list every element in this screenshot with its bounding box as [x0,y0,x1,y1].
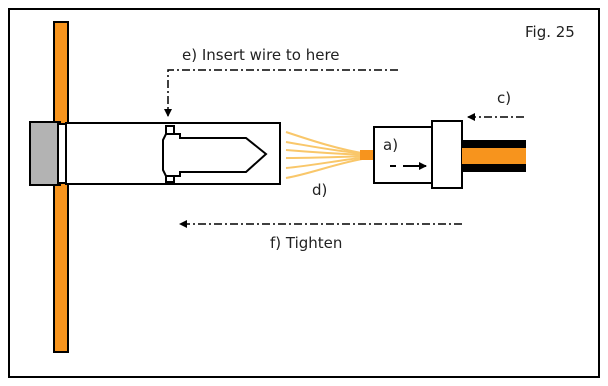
label-f: f) Tighten [270,234,342,252]
ferrule-collar [431,120,463,189]
wire-core-stub [360,150,374,160]
hub-collar [57,123,67,184]
label-c: c) [497,89,511,107]
figure-number-label: Fig. 25 [525,23,575,41]
wire-strands [285,131,369,179]
t-handle-bar [53,21,69,353]
label-a: a) [383,136,398,154]
figure-border [8,8,600,378]
label-d: d) [312,181,327,199]
hub-block [29,121,61,186]
label-e: e) Insert wire to here [182,46,340,64]
ferrule-sleeve [373,126,433,184]
insulated-cable [462,140,526,172]
arrow-e [164,69,398,117]
